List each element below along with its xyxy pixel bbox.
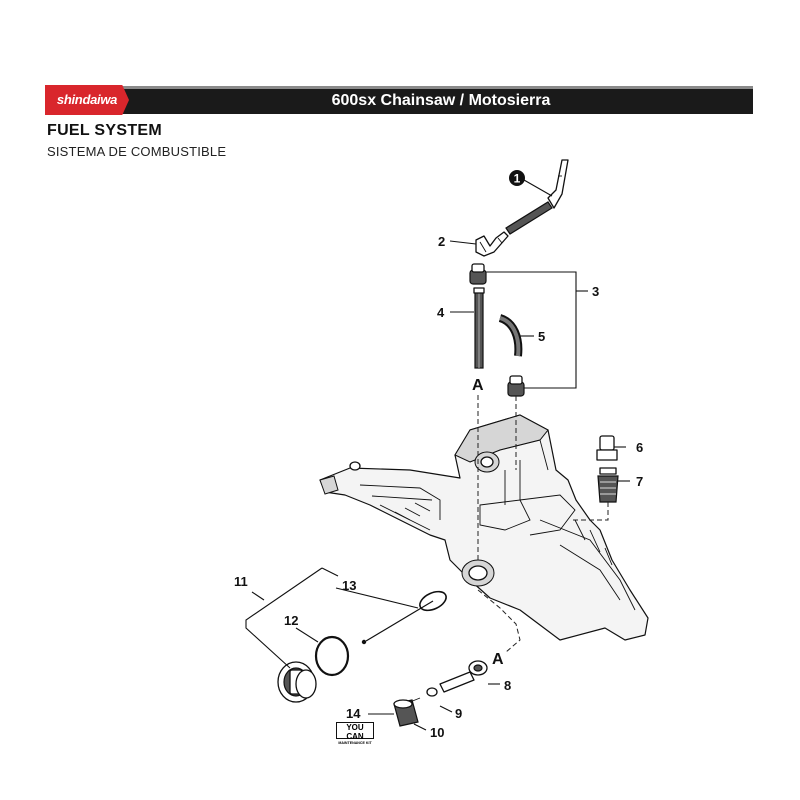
callout-9: 9	[455, 706, 462, 721]
brand-logo: shindaiwa	[45, 85, 129, 115]
callout-11: 11	[234, 574, 248, 589]
part-2-elbow-fitting	[475, 231, 509, 257]
callout-1-label: 1	[514, 172, 521, 186]
dash-line-pickup-to-a	[477, 589, 521, 653]
part-11-fuel-cap	[277, 661, 317, 703]
part-5-curved-hose	[498, 314, 523, 357]
connector-a-top: A	[472, 377, 484, 394]
callout-5: 5	[538, 329, 545, 344]
callout-12: 12	[284, 613, 298, 628]
header-bar	[45, 86, 753, 114]
leader-lines	[245, 179, 630, 731]
callout-6: 6	[636, 440, 643, 455]
callout-10: 10	[430, 725, 444, 740]
part-10-fuel-filter	[393, 697, 421, 727]
callout-1: 1	[509, 170, 525, 186]
connector-a-bottom: A	[492, 651, 504, 668]
callout-8: 8	[504, 678, 511, 693]
callout-7: 7	[636, 474, 643, 489]
part-12-cap-o-ring	[314, 635, 350, 677]
section-subtitle: SISTEMA DE COMBUSTIBLE	[47, 144, 227, 159]
part-6-filter	[596, 435, 618, 461]
callout-14: 14	[346, 706, 361, 721]
kit-badge-title: YOU CAN	[346, 723, 364, 741]
header-banner: shindaiwa 600sx Chainsaw / Motosierra	[45, 85, 753, 115]
part-1-vent-hose	[505, 159, 569, 235]
tank-housing	[319, 414, 649, 641]
page-title: 600sx Chainsaw / Motosierra	[331, 92, 551, 109]
callout-13: 13	[342, 578, 356, 593]
part-9-o-ring	[426, 687, 438, 697]
maintenance-kit-badge: YOU CAN MAINTENANCE KIT	[336, 722, 374, 745]
part-3-grommet-bottom	[507, 375, 525, 397]
part-3-grommet-top	[469, 263, 487, 285]
part-7-filter-body	[597, 467, 619, 503]
dash-line-filter	[572, 502, 609, 521]
kit-badge-subtitle: MAINTENANCE KIT	[338, 741, 372, 745]
part-13-retainer-cord	[361, 590, 447, 645]
callout-3: 3	[592, 284, 599, 299]
callout-4: 4	[437, 305, 445, 320]
part-8-fitting	[439, 660, 488, 693]
callout-2: 2	[438, 234, 445, 249]
part-4-fuel-line	[473, 287, 485, 369]
section-title: FUEL SYSTEM	[47, 122, 163, 139]
